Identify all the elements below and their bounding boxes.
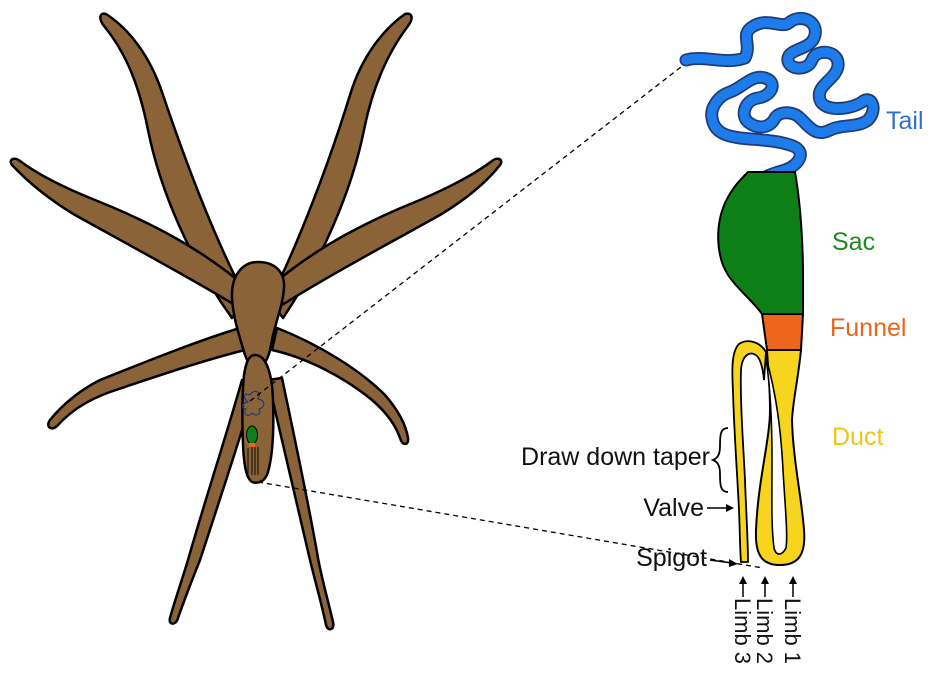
label-limb-1: Limb 1 [780, 598, 805, 664]
label-funnel: Funnel [830, 314, 906, 342]
funnel [762, 314, 803, 350]
label-spigot: Spigot [636, 544, 707, 572]
tail [686, 18, 873, 180]
label-tail: Tail [886, 107, 924, 135]
valve-arrow [707, 504, 734, 512]
label-sac: Sac [832, 228, 875, 256]
spider [11, 14, 502, 630]
mini-gland-funnel [249, 443, 255, 447]
mini-gland-sac [247, 426, 258, 444]
taper-brace [713, 428, 728, 492]
label-draw-down-taper: Draw down taper [521, 443, 710, 471]
zoom-lines [250, 60, 763, 568]
spigot-arrow [710, 559, 738, 567]
label-duct: Duct [832, 423, 883, 451]
spider-leg-rear-left [48, 328, 245, 428]
limb-arrows [739, 576, 797, 597]
label-valve: Valve [643, 494, 704, 522]
silk-gland [686, 18, 873, 565]
label-limb-3: Limb 3 [730, 598, 755, 664]
spider-leg-hind-right [268, 378, 333, 629]
sac [718, 172, 803, 314]
